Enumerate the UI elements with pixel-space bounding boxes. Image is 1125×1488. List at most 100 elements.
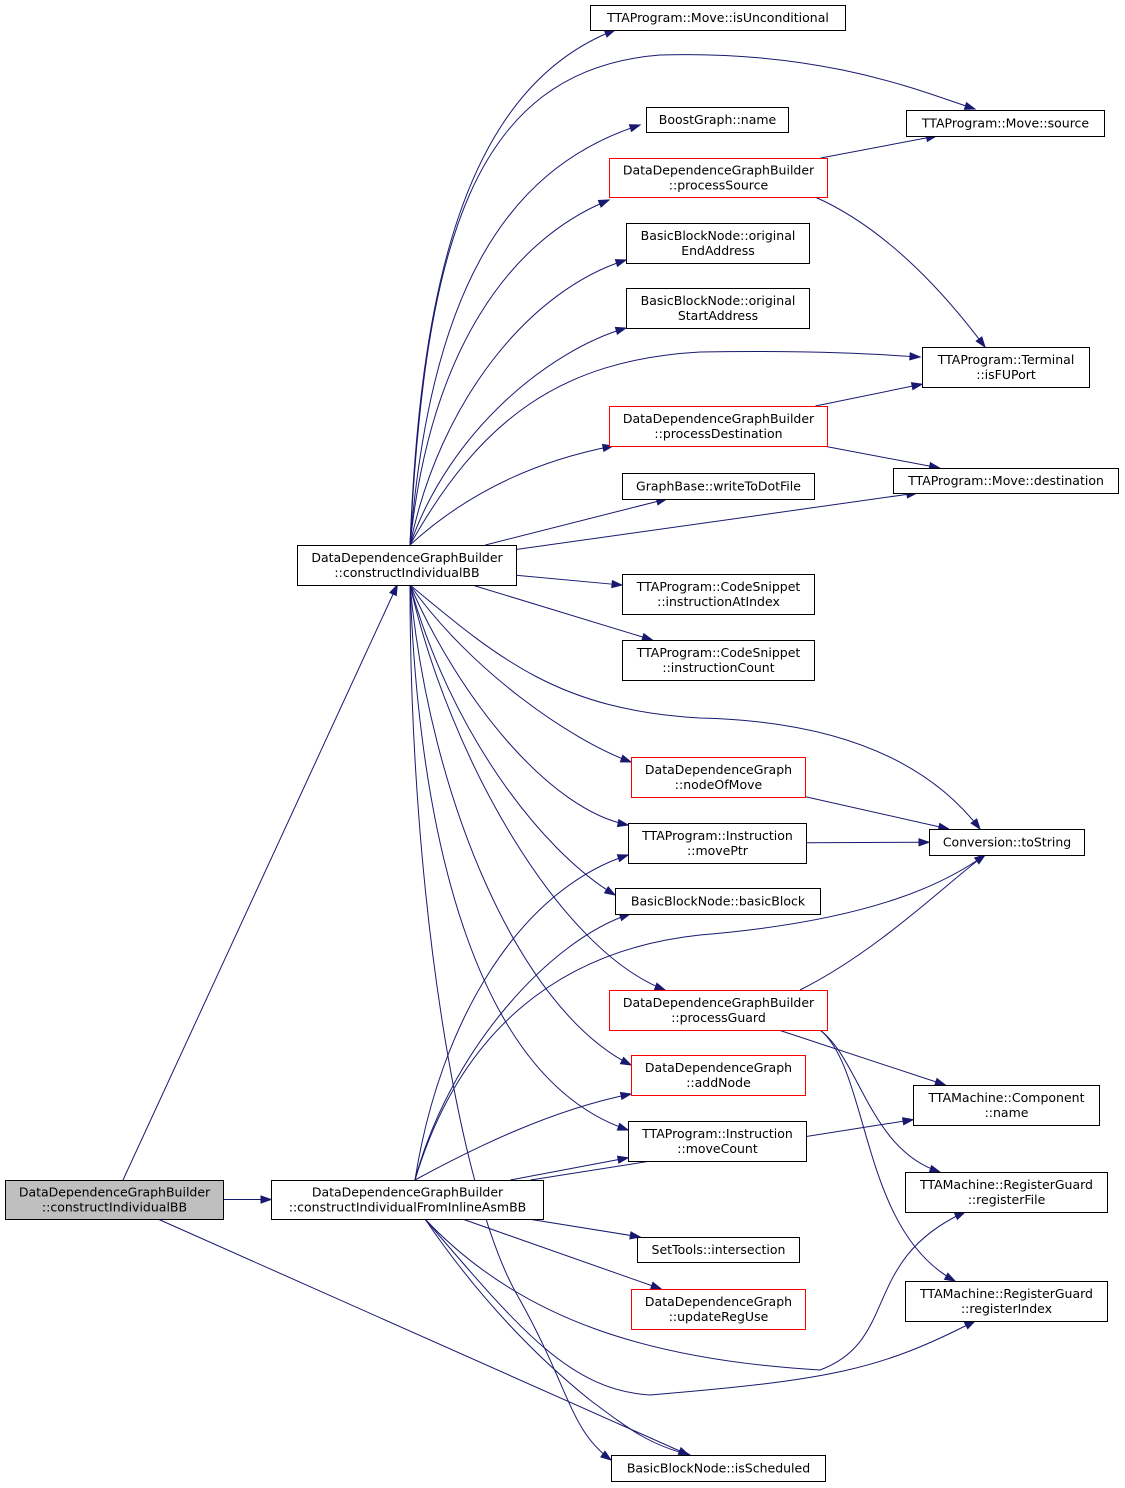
node-procSource[interactable]: DataDependenceGraphBuilder::processSourc…	[609, 158, 828, 198]
node-label: BasicBlockNode::basicBlock	[631, 894, 806, 909]
call-edge-procGuard-to-regIndex	[819, 1029, 957, 1282]
call-edge-cibb-to-moveCount	[409, 584, 630, 1131]
call-edge-ciasm-to-toString	[414, 854, 987, 1181]
node-basicBlock[interactable]: BasicBlockNode::basicBlock	[615, 888, 821, 915]
call-edge-ciasm-to-intersection	[528, 1218, 642, 1240]
node-label: ::updateRegUse	[669, 1309, 769, 1324]
node-label: ::movePtr	[687, 843, 749, 858]
node-cibb[interactable]: DataDependenceGraphBuilder::constructInd…	[297, 545, 517, 586]
node-root[interactable]: DataDependenceGraphBuilder::constructInd…	[5, 1180, 224, 1220]
call-edge-root-to-isScheduled	[157, 1218, 691, 1456]
call-edge-ciasm-to-movePtr	[414, 854, 630, 1181]
node-label: EndAddress	[681, 243, 755, 258]
call-edge-cibb-to-writeDot	[485, 497, 669, 546]
node-movePtr[interactable]: TTAProgram::Instruction::movePtr	[628, 823, 807, 864]
call-edge-ciasm-to-moveCount	[510, 1155, 630, 1181]
node-label: ::processGuard	[671, 1010, 766, 1025]
node-label: TTAProgram::Terminal	[937, 352, 1075, 367]
node-moveDest[interactable]: TTAProgram::Move::destination	[893, 468, 1119, 494]
node-label: ::instructionAtIndex	[657, 594, 780, 609]
node-label: DataDependenceGraph	[645, 1060, 792, 1075]
node-label: ::registerFile	[968, 1192, 1046, 1207]
node-label: TTAProgram::Move::isUnconditional	[606, 10, 829, 25]
node-label: ::instructionCount	[662, 660, 774, 675]
node-label: ::name	[985, 1105, 1029, 1120]
node-label: ::constructIndividualFromInlineAsmBB	[289, 1200, 527, 1215]
node-label: Conversion::toString	[943, 835, 1071, 850]
node-isScheduled[interactable]: BasicBlockNode::isScheduled	[611, 1455, 826, 1482]
node-label: StartAddress	[678, 308, 758, 323]
node-toString[interactable]: Conversion::toString	[929, 829, 1085, 856]
node-procGuard[interactable]: DataDependenceGraphBuilder::processGuard	[609, 990, 828, 1031]
node-label: ::registerIndex	[961, 1301, 1052, 1316]
call-edge-cibb-to-procGuard	[409, 584, 667, 991]
call-edge-cibb-to-origEnd	[409, 259, 628, 546]
node-label: TTAMachine::RegisterGuard	[919, 1177, 1093, 1192]
node-addNode[interactable]: DataDependenceGraph::addNode	[631, 1055, 806, 1096]
node-instrCount[interactable]: TTAProgram::CodeSnippet::instructionCoun…	[622, 640, 815, 681]
call-edge-cibb-to-procDest	[409, 443, 615, 546]
call-edge-cibb-to-addNode	[409, 584, 633, 1066]
node-label: ::constructIndividualBB	[334, 565, 479, 580]
node-label: ::moveCount	[677, 1141, 758, 1156]
node-label: TTAMachine::RegisterGuard	[919, 1286, 1093, 1301]
node-moveCount[interactable]: TTAProgram::Instruction::moveCount	[628, 1121, 807, 1162]
node-moveSource[interactable]: TTAProgram::Move::source	[906, 110, 1105, 137]
call-edge-root-to-cibb	[122, 583, 398, 1181]
node-intersection[interactable]: SetTools::intersection	[637, 1237, 800, 1263]
call-edge-cibb-to-movePtr	[409, 584, 630, 828]
node-writeDot[interactable]: GraphBase::writeToDotFile	[622, 473, 815, 500]
call-edge-cibb-to-isFUPort	[409, 351, 922, 546]
call-edge-cibb-to-nodeOfMove	[409, 584, 633, 763]
node-label: BasicBlockNode::original	[641, 228, 796, 243]
call-edge-cibb-to-isScheduled	[409, 584, 613, 1461]
node-label: DataDependenceGraph	[645, 762, 792, 777]
call-edge-procDest-to-moveDest	[823, 445, 942, 471]
call-edge-procSource-to-isFUPort	[814, 196, 986, 349]
node-label: TTAProgram::Move::source	[921, 116, 1090, 131]
node-instrAt[interactable]: TTAProgram::CodeSnippet::instructionAtIn…	[622, 574, 815, 615]
node-updateRegUse[interactable]: DataDependenceGraph::updateRegUse	[631, 1289, 806, 1330]
node-label: DataDependenceGraphBuilder	[623, 163, 815, 178]
node-isUncond[interactable]: TTAProgram::Move::isUnconditional	[590, 5, 846, 31]
call-edge-ciasm-to-updateRegUse	[462, 1218, 663, 1290]
node-ciasm[interactable]: DataDependenceGraphBuilder::constructInd…	[271, 1180, 544, 1220]
node-label: TTAProgram::Move::destination	[907, 473, 1104, 488]
node-label: DataDependenceGraphBuilder	[623, 411, 815, 426]
call-edge-cibb-to-bgName	[409, 124, 642, 546]
call-nodes: DataDependenceGraphBuilder::constructInd…	[5, 5, 1119, 1482]
call-edge-cibb-to-procSource	[409, 199, 611, 546]
call-edge-procGuard-to-compName	[778, 1029, 947, 1086]
call-edge-ciasm-to-addNode	[414, 1091, 633, 1181]
node-regFile[interactable]: TTAMachine::RegisterGuard::registerFile	[905, 1172, 1108, 1213]
node-compName[interactable]: TTAMachine::Component::name	[913, 1085, 1100, 1126]
node-label: TTAProgram::CodeSnippet	[636, 579, 801, 594]
node-procDest[interactable]: DataDependenceGraphBuilder::processDesti…	[609, 406, 828, 447]
node-label: DataDependenceGraph	[645, 1294, 792, 1309]
call-edge-cibb-to-moveSource	[409, 54, 977, 546]
node-regIndex[interactable]: TTAMachine::RegisterGuard::registerIndex	[905, 1281, 1108, 1322]
call-edge-procGuard-to-toString	[799, 854, 987, 991]
node-label: SetTools::intersection	[652, 1242, 786, 1257]
call-edge-root-to-ciasm	[223, 1195, 273, 1204]
node-label: BasicBlockNode::original	[641, 293, 796, 308]
call-edge-movePtr-to-toString	[805, 838, 931, 847]
node-label: BasicBlockNode::isScheduled	[627, 1461, 810, 1476]
node-label: ::addNode	[686, 1075, 751, 1090]
node-label: GraphBase::writeToDotFile	[636, 479, 801, 494]
node-label: DataDependenceGraphBuilder	[623, 995, 815, 1010]
node-label: ::constructIndividualBB	[42, 1200, 187, 1215]
node-label: TTAProgram::Instruction	[641, 1126, 793, 1141]
node-isFUPort[interactable]: TTAProgram::Terminal::isFUPort	[922, 347, 1090, 388]
call-edge-nodeOfMove-to-toString	[804, 796, 951, 831]
node-label: TTAProgram::Instruction	[641, 828, 793, 843]
node-label: ::processSource	[669, 178, 769, 193]
node-label: ::isFUPort	[976, 367, 1036, 382]
call-edge-procDest-to-isFUPort	[815, 382, 924, 407]
node-nodeOfMove[interactable]: DataDependenceGraph::nodeOfMove	[631, 757, 806, 798]
call-edge-cibb-to-basicBlock	[409, 584, 617, 896]
node-bgName[interactable]: BoostGraph::name	[646, 107, 789, 133]
node-label: DataDependenceGraphBuilder	[312, 1185, 504, 1200]
